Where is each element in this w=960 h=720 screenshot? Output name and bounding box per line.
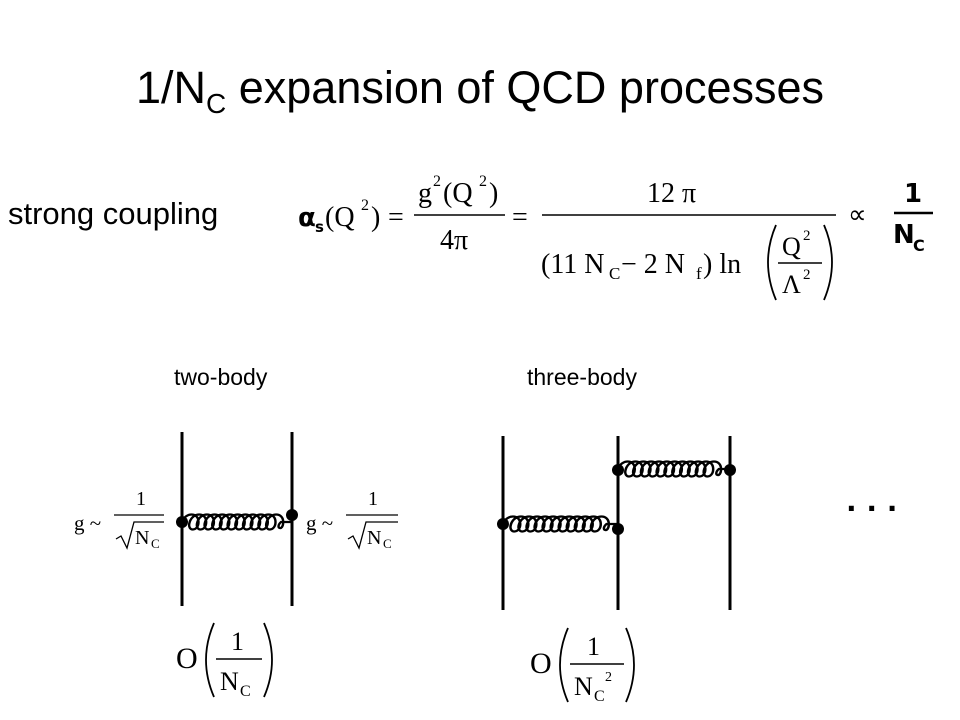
log-num-sup: 2 bbox=[803, 228, 811, 244]
strong-coupling-label: strong coupling bbox=[8, 196, 219, 231]
g-right-text: g ~ bbox=[306, 511, 333, 535]
g-left-den-sub: C bbox=[151, 536, 160, 551]
frac1-num-g-sup: 2 bbox=[433, 173, 441, 190]
frac1-num-arg: (Q bbox=[443, 178, 473, 209]
order-three-body-O: O bbox=[530, 647, 552, 680]
frac2-den-b-sub: f bbox=[696, 264, 702, 283]
result-den-sub: C bbox=[913, 236, 925, 255]
g-left-sqrt bbox=[115, 521, 164, 550]
g-right-num: 1 bbox=[368, 488, 378, 510]
g-left-num: 1 bbox=[136, 488, 146, 510]
order-two-body-den: N bbox=[220, 667, 239, 696]
g-right-den: N bbox=[367, 527, 381, 549]
g-right-den-sub: C bbox=[383, 536, 392, 551]
equals-2: = bbox=[512, 202, 528, 233]
vertex-left bbox=[176, 516, 188, 528]
ellipsis: · · · bbox=[846, 492, 897, 525]
title-subscript: C bbox=[206, 88, 227, 119]
three-body-diagram bbox=[497, 436, 736, 610]
g-left-text: g ~ bbox=[74, 511, 101, 535]
gluon-three-body-lower bbox=[501, 515, 620, 533]
log-den-sup: 2 bbox=[803, 267, 811, 283]
page-title: 1/NC expansion of QCD processes bbox=[0, 62, 960, 120]
order-two-body-paren-l bbox=[205, 622, 215, 698]
log-paren-left bbox=[767, 224, 777, 301]
frac2-den-a-sub: C bbox=[609, 264, 620, 283]
vertex-c bbox=[724, 464, 736, 476]
g-coupling-left: g ~ 1 N C bbox=[74, 488, 164, 551]
log-den: Λ bbox=[782, 270, 801, 299]
order-three-body-num: 1 bbox=[587, 632, 600, 661]
frac2-den-b: − 2 N bbox=[621, 249, 685, 280]
frac1-den: 4π bbox=[440, 225, 468, 256]
gluon-three-body-upper bbox=[616, 460, 732, 478]
g-right-sqrt bbox=[347, 521, 398, 550]
order-three-body: O 1 N C 2 bbox=[530, 627, 635, 705]
frac2-num: 12 π bbox=[647, 178, 696, 209]
frac1-num-g: g bbox=[418, 178, 432, 209]
vertex-b-upper bbox=[612, 464, 624, 476]
equals-1: = bbox=[388, 202, 404, 233]
alpha-arg-close: ) bbox=[371, 202, 380, 233]
gluon-two-body bbox=[180, 513, 294, 531]
order-three-body-paren-r bbox=[625, 627, 635, 703]
order-three-body-den-sup: 2 bbox=[605, 670, 612, 685]
log-num: Q bbox=[782, 232, 801, 261]
order-three-body-den-sub: C bbox=[594, 688, 605, 705]
propto-symbol: ∝ bbox=[848, 200, 867, 230]
frac1-num-arg-close: ) bbox=[489, 178, 498, 209]
result-den: N bbox=[893, 220, 915, 250]
frac2-den-c: ) ln bbox=[703, 249, 741, 280]
frac1-num-arg-sup: 2 bbox=[479, 173, 487, 190]
order-two-body-num: 1 bbox=[231, 627, 244, 656]
alpha-arg: (Q bbox=[325, 202, 355, 233]
frac2-den-a: (11 N bbox=[541, 249, 605, 280]
coupling-formula: α s (Q 2 ) = g 2 (Q 2 ) 4π = 12 π (11 N … bbox=[298, 173, 933, 301]
two-body-diagram bbox=[176, 432, 298, 606]
vertex-right bbox=[286, 509, 298, 521]
order-two-body-paren-r bbox=[263, 622, 273, 698]
alpha-symbol: α bbox=[298, 203, 316, 233]
order-two-body-O: O bbox=[176, 642, 198, 675]
vertex-b-lower bbox=[612, 523, 624, 535]
result-num: 1 bbox=[904, 179, 922, 209]
alpha-arg-sup: 2 bbox=[361, 197, 369, 214]
vertex-a bbox=[497, 518, 509, 530]
order-three-body-paren-l bbox=[559, 627, 569, 703]
g-left-den: N bbox=[135, 527, 149, 549]
order-two-body-den-sub: C bbox=[240, 683, 251, 700]
log-paren-right bbox=[823, 224, 833, 301]
three-body-label: three-body bbox=[527, 364, 637, 390]
order-two-body: O 1 N C bbox=[176, 622, 273, 700]
title-prefix: 1/N bbox=[135, 62, 206, 113]
alpha-subscript: s bbox=[315, 218, 324, 236]
two-body-label: two-body bbox=[174, 364, 268, 390]
title-suffix: expansion of QCD processes bbox=[226, 62, 825, 113]
g-coupling-right: g ~ 1 N C bbox=[306, 488, 398, 551]
order-three-body-den: N bbox=[574, 672, 593, 701]
